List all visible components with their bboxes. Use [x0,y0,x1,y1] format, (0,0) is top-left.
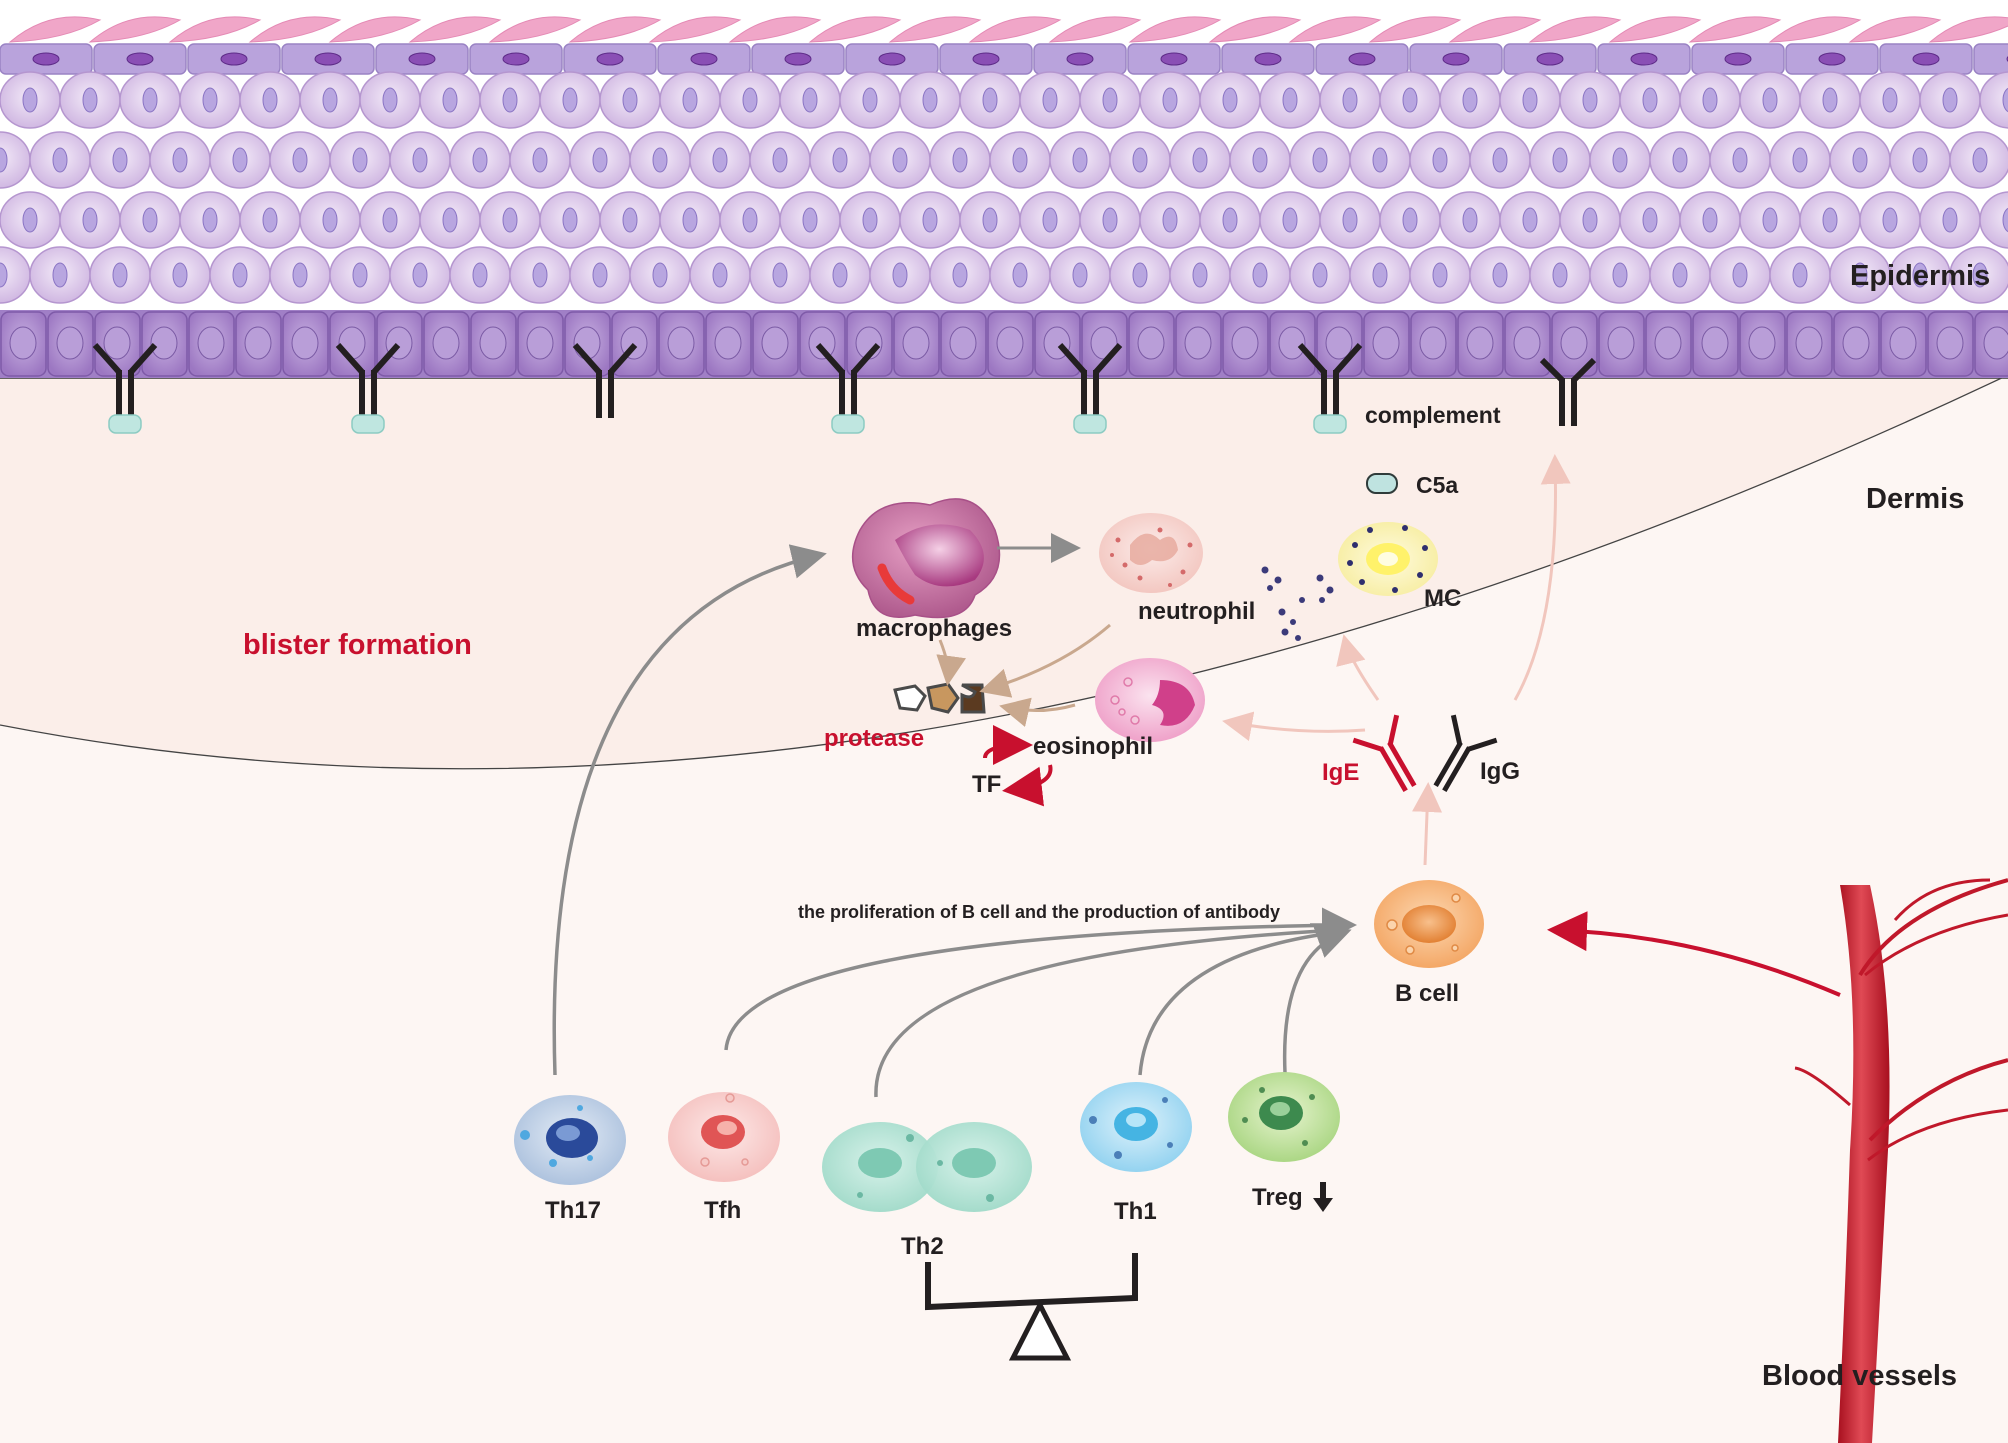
igg-antibody-free [1539,357,1597,426]
epidermis-label: Epidermis [1850,260,1990,292]
mc-label: MC [1424,585,1461,612]
mast-cell [1338,522,1438,596]
eosinophil-label: eosinophil [1033,733,1153,760]
mac-to-protease-arrow [936,639,967,686]
neutrophil-cell [1099,513,1203,593]
macrophage-cell [851,498,1001,619]
protease-icon [893,682,986,714]
stratum-spinosum [0,71,2008,304]
blister-outline [0,374,2008,770]
neu-to-protease-arrow [979,623,1111,698]
epidermis-layer [0,0,2008,378]
ige-label: IgE [1322,759,1359,786]
protease-label: protease [824,725,924,752]
stratum-granulosum [0,43,2008,75]
bound-antibody-icon [815,343,881,434]
macrophages-label: macrophages [856,615,1012,642]
balance-scale-icon [925,1253,1138,1361]
stratum-basale [0,310,2008,378]
th2-label: Th2 [901,1233,944,1260]
c5a-label: C5a [1416,472,1458,498]
tf-label: TF [972,771,1001,798]
mast-cell-granules [1261,566,1334,641]
neutrophil-label: neutrophil [1138,598,1255,625]
igg-to-membrane-arrow [1513,454,1571,701]
b-cell [1374,880,1484,968]
ige-to-eos-arrow [1222,711,1366,742]
treg-down-arrow-icon [1313,1182,1333,1212]
eos-to-protease-arrow [999,697,1076,727]
basement-membrane-antibodies [92,343,1363,434]
ige-antibody [1352,714,1417,793]
igg-label: IgG [1480,758,1520,785]
complement-label: complement [1365,402,1501,428]
eosinophil-cell [1095,658,1205,742]
igg-antibody [1433,714,1498,793]
th17-cell [514,1095,626,1185]
th1-cell [1080,1082,1192,1172]
treg-label: Treg [1252,1184,1303,1211]
blister-formation-label: blister formation [243,629,472,661]
th1-to-bcell-arrow [1138,930,1341,1076]
tfh-cell [668,1092,780,1182]
th17-to-macrophage-arrow [552,544,827,1076]
blister-region [0,375,2008,769]
blood-vessel [1794,878,2008,1443]
bound-antibody-icon [572,343,638,418]
tf-loop-icon [983,725,1053,807]
bcell-label: B cell [1395,980,1459,1007]
proliferation-label: the proliferation of B cell and the prod… [798,902,1280,922]
th2-cells [822,1122,1032,1212]
tfh-label: Tfh [704,1197,741,1224]
th1-label: Th1 [1114,1198,1157,1225]
tfh-to-bcell-arrow [724,923,1341,1051]
dermis-label: Dermis [1866,483,1964,515]
bound-antibody-icon [335,343,401,434]
c5a-icon [1366,473,1398,494]
stratum-corneum [8,16,2008,43]
b-to-antibody-arrow [1412,782,1443,866]
bound-antibody-icon [1297,343,1363,434]
bound-antibody-icon [1057,343,1123,434]
blood-vessels-label: Blood vessels [1762,1360,1957,1392]
bound-antibody-icon [92,343,158,434]
treg-cell [1228,1072,1340,1162]
th2-to-bcell-arrow [874,928,1341,1098]
th17-label: Th17 [545,1197,601,1224]
vessel-to-bcell-arrow [1547,911,1841,997]
ige-to-mc-arrow [1336,634,1380,701]
